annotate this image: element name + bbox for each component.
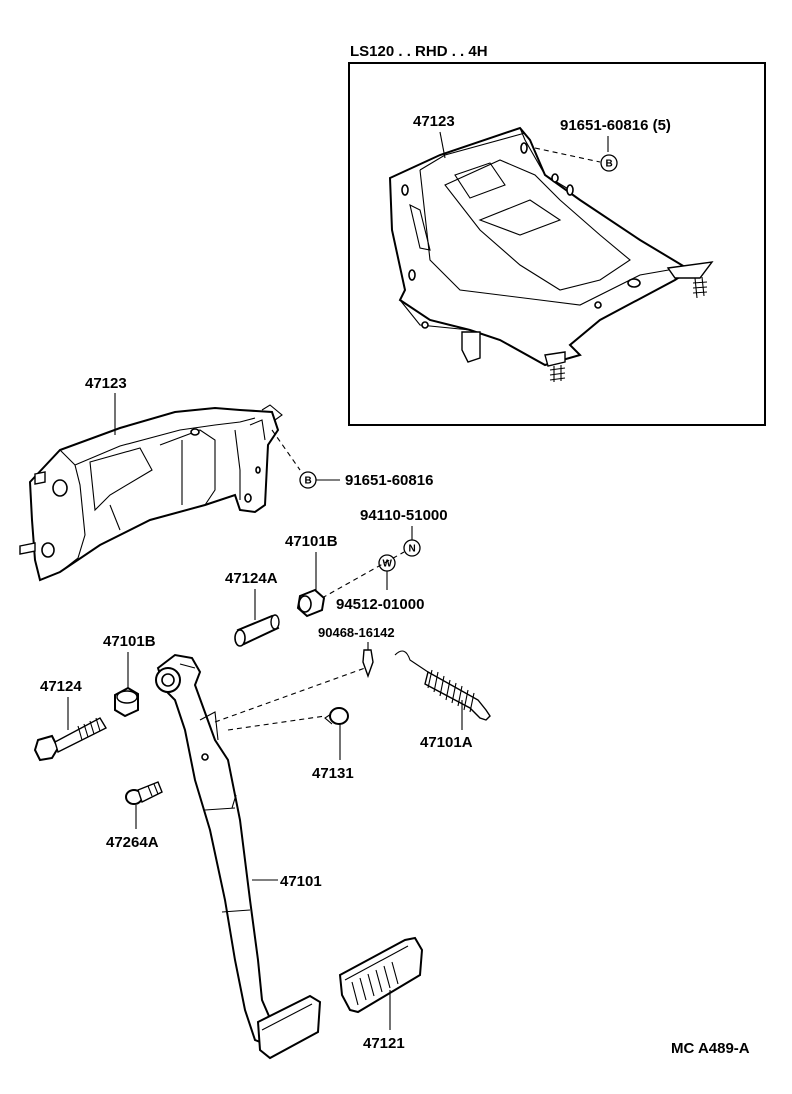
label-bracket-bolt: 91651-60816	[345, 472, 433, 489]
collar-drawing	[234, 614, 280, 647]
label-stud: 47264A	[106, 834, 159, 851]
pedal-pad-drawing	[338, 936, 424, 1014]
dash-nut-washer	[321, 551, 405, 599]
bolt-drawing	[33, 717, 107, 762]
pedal-arm-drawing	[155, 653, 277, 1047]
label-washer: 94512-01000	[336, 596, 424, 613]
inset-dash-bolt	[534, 147, 601, 163]
label-pin: 90468-16142	[318, 625, 395, 640]
inset-title: LS120 . . RHD . . 4H	[350, 43, 488, 60]
inset-leader-bracket	[439, 131, 446, 159]
label-pedal-arm: 47101	[280, 873, 322, 890]
inset-bolt-symbol-circle	[600, 154, 618, 172]
inset-bracket-drawing	[388, 126, 714, 382]
label-spring: 47101A	[420, 734, 473, 751]
nut-symbol-circle	[403, 539, 421, 557]
bracket-47123-drawing	[19, 404, 283, 582]
stud-drawing	[125, 781, 163, 805]
dash-stopper-align	[227, 715, 326, 731]
dash-bracket-bolt	[271, 429, 301, 471]
spring-drawing	[394, 650, 491, 721]
bracket-bolt-symbol: B	[305, 476, 312, 487]
inset-label-bolt: 91651-60816 (5)	[560, 117, 671, 134]
label-bolt: 47124	[40, 678, 82, 695]
label-collar: 47124A	[225, 570, 278, 587]
label-nut: 94110-51000	[360, 507, 448, 524]
washer-symbol: W	[383, 559, 393, 570]
pin-drawing	[362, 649, 374, 679]
stopper-drawing	[324, 707, 349, 725]
label-bracket: 47123	[85, 375, 127, 392]
diagram-code: MC A489-A	[671, 1040, 750, 1057]
label-bushing-lower: 47101B	[103, 633, 156, 650]
label-bushing-upper: 47101B	[285, 533, 338, 550]
inset-panel: LS120 . . RHD . . 4H	[348, 43, 766, 426]
bushing-upper-drawing	[296, 588, 326, 618]
pedal-arm-pad-drawing	[256, 994, 322, 1060]
label-stopper: 47131	[312, 765, 354, 782]
nut-symbol: N	[409, 544, 416, 555]
inset-bolt-symbol: B	[606, 159, 613, 170]
label-pedal-pad: 47121	[363, 1035, 405, 1052]
bushing-lower-drawing	[114, 686, 139, 718]
inset-label-bracket: 47123	[413, 113, 455, 130]
inset-frame	[348, 62, 766, 426]
